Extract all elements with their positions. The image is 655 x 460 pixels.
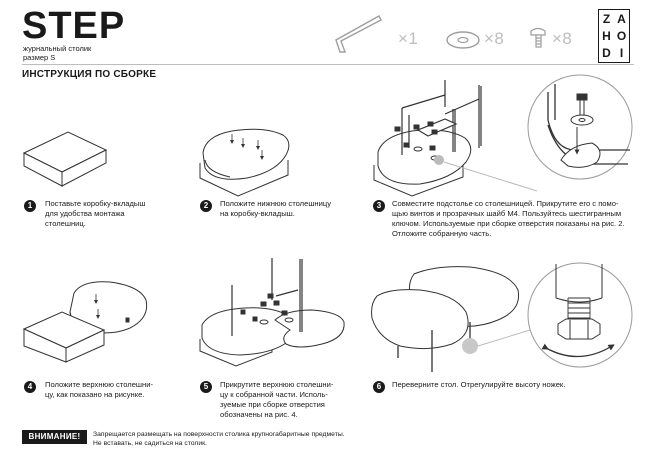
logo-letter: Z xyxy=(602,11,611,26)
step-line: Положите нижнюю столешницу xyxy=(220,199,331,208)
step-line: Поставьте коробку-вкладыш xyxy=(45,199,146,208)
warning-text: Запрещается размещать на поверхности сто… xyxy=(93,430,345,448)
warning-line: Не вставать, не садиться на столик. xyxy=(93,440,208,447)
product-size: размер S xyxy=(23,53,56,62)
step-number: 1 xyxy=(24,200,36,212)
finished-table-illustration-6 xyxy=(371,266,520,372)
frame-assembly-illustration-3 xyxy=(373,80,482,197)
logo-letter: D xyxy=(602,46,611,61)
step-line: Переверните стол. Отрегулируйте высоту н… xyxy=(392,380,566,389)
logo-letter: I xyxy=(619,46,624,61)
logo-letter: H xyxy=(602,28,611,43)
box-illustration-1 xyxy=(22,131,108,187)
step-number: 4 xyxy=(24,381,36,393)
washer-icon xyxy=(446,31,480,49)
warning-line: Запрещается размещать на поверхности сто… xyxy=(93,431,345,438)
section-title: ИНСТРУКЦИЯ ПО СБОРКЕ xyxy=(22,69,157,80)
step-text-1: Поставьте коробку-вкладыш для удобства м… xyxy=(45,199,145,229)
step-line: на коробку-вкладыш. xyxy=(220,209,295,218)
product-subtitle: журнальный столик xyxy=(23,44,92,53)
step-line: Отложите собранную часть. xyxy=(392,229,492,238)
step-number: 2 xyxy=(200,200,212,212)
step-line: для удобства монтажа xyxy=(45,209,125,218)
step-line: зуемые при сборке отверстия xyxy=(220,400,325,409)
double-tabletop-illustration-5 xyxy=(199,258,345,367)
washer-qty: ×8 xyxy=(484,29,505,48)
warning-badge: ВНИМАНИЕ! xyxy=(22,430,87,444)
hex-key-qty: ×1 xyxy=(398,29,419,48)
step-text-3: Совместите подстолье со столешницей. При… xyxy=(392,199,625,239)
header-divider xyxy=(22,64,634,65)
step-text-5: Прикрутите верхнюю столешни- цу к собран… xyxy=(220,380,333,420)
step-line: цу, как показано на рисунке. xyxy=(45,390,145,399)
zoom-detail-leveler xyxy=(477,262,633,368)
screw-icon xyxy=(530,27,546,48)
brand-logo: Z A H O D I xyxy=(598,9,630,63)
logo-letter: O xyxy=(616,28,627,43)
step-line: столешниц. xyxy=(45,219,86,228)
step-number: 3 xyxy=(373,200,385,212)
step-number: 5 xyxy=(200,381,212,393)
step-line: обозначены на рис. 4. xyxy=(220,410,298,419)
step-line: цу к собранной части. Исполь- xyxy=(220,390,328,399)
step-text-4: Положите верхнюю столешни- цу, как показ… xyxy=(45,380,153,400)
hex-key-icon xyxy=(335,15,382,53)
step-number: 6 xyxy=(373,381,385,393)
logo-letter: A xyxy=(617,11,626,26)
step-text-6: Переверните стол. Отрегулируйте высоту н… xyxy=(392,380,565,390)
box-tabletop-illustration-4 xyxy=(22,281,148,363)
step-text-2: Положите нижнюю столешницу на коробку-вк… xyxy=(220,199,331,219)
zoom-detail-screw xyxy=(443,74,633,192)
step-line: Совместите подстолье со столешницей. При… xyxy=(392,199,619,208)
step-line: Прикрутите верхнюю столешни- xyxy=(220,380,334,389)
step-line: Положите верхнюю столешни- xyxy=(45,380,153,389)
step-line: ключом. Используемые при сборке отверсти… xyxy=(392,219,625,228)
product-title: STEP xyxy=(22,5,126,47)
step-line: щью винтов и прозрачных шайб М4. Пользуй… xyxy=(392,209,622,218)
screw-qty: ×8 xyxy=(552,29,573,48)
box-tabletop-illustration-2 xyxy=(199,128,290,197)
